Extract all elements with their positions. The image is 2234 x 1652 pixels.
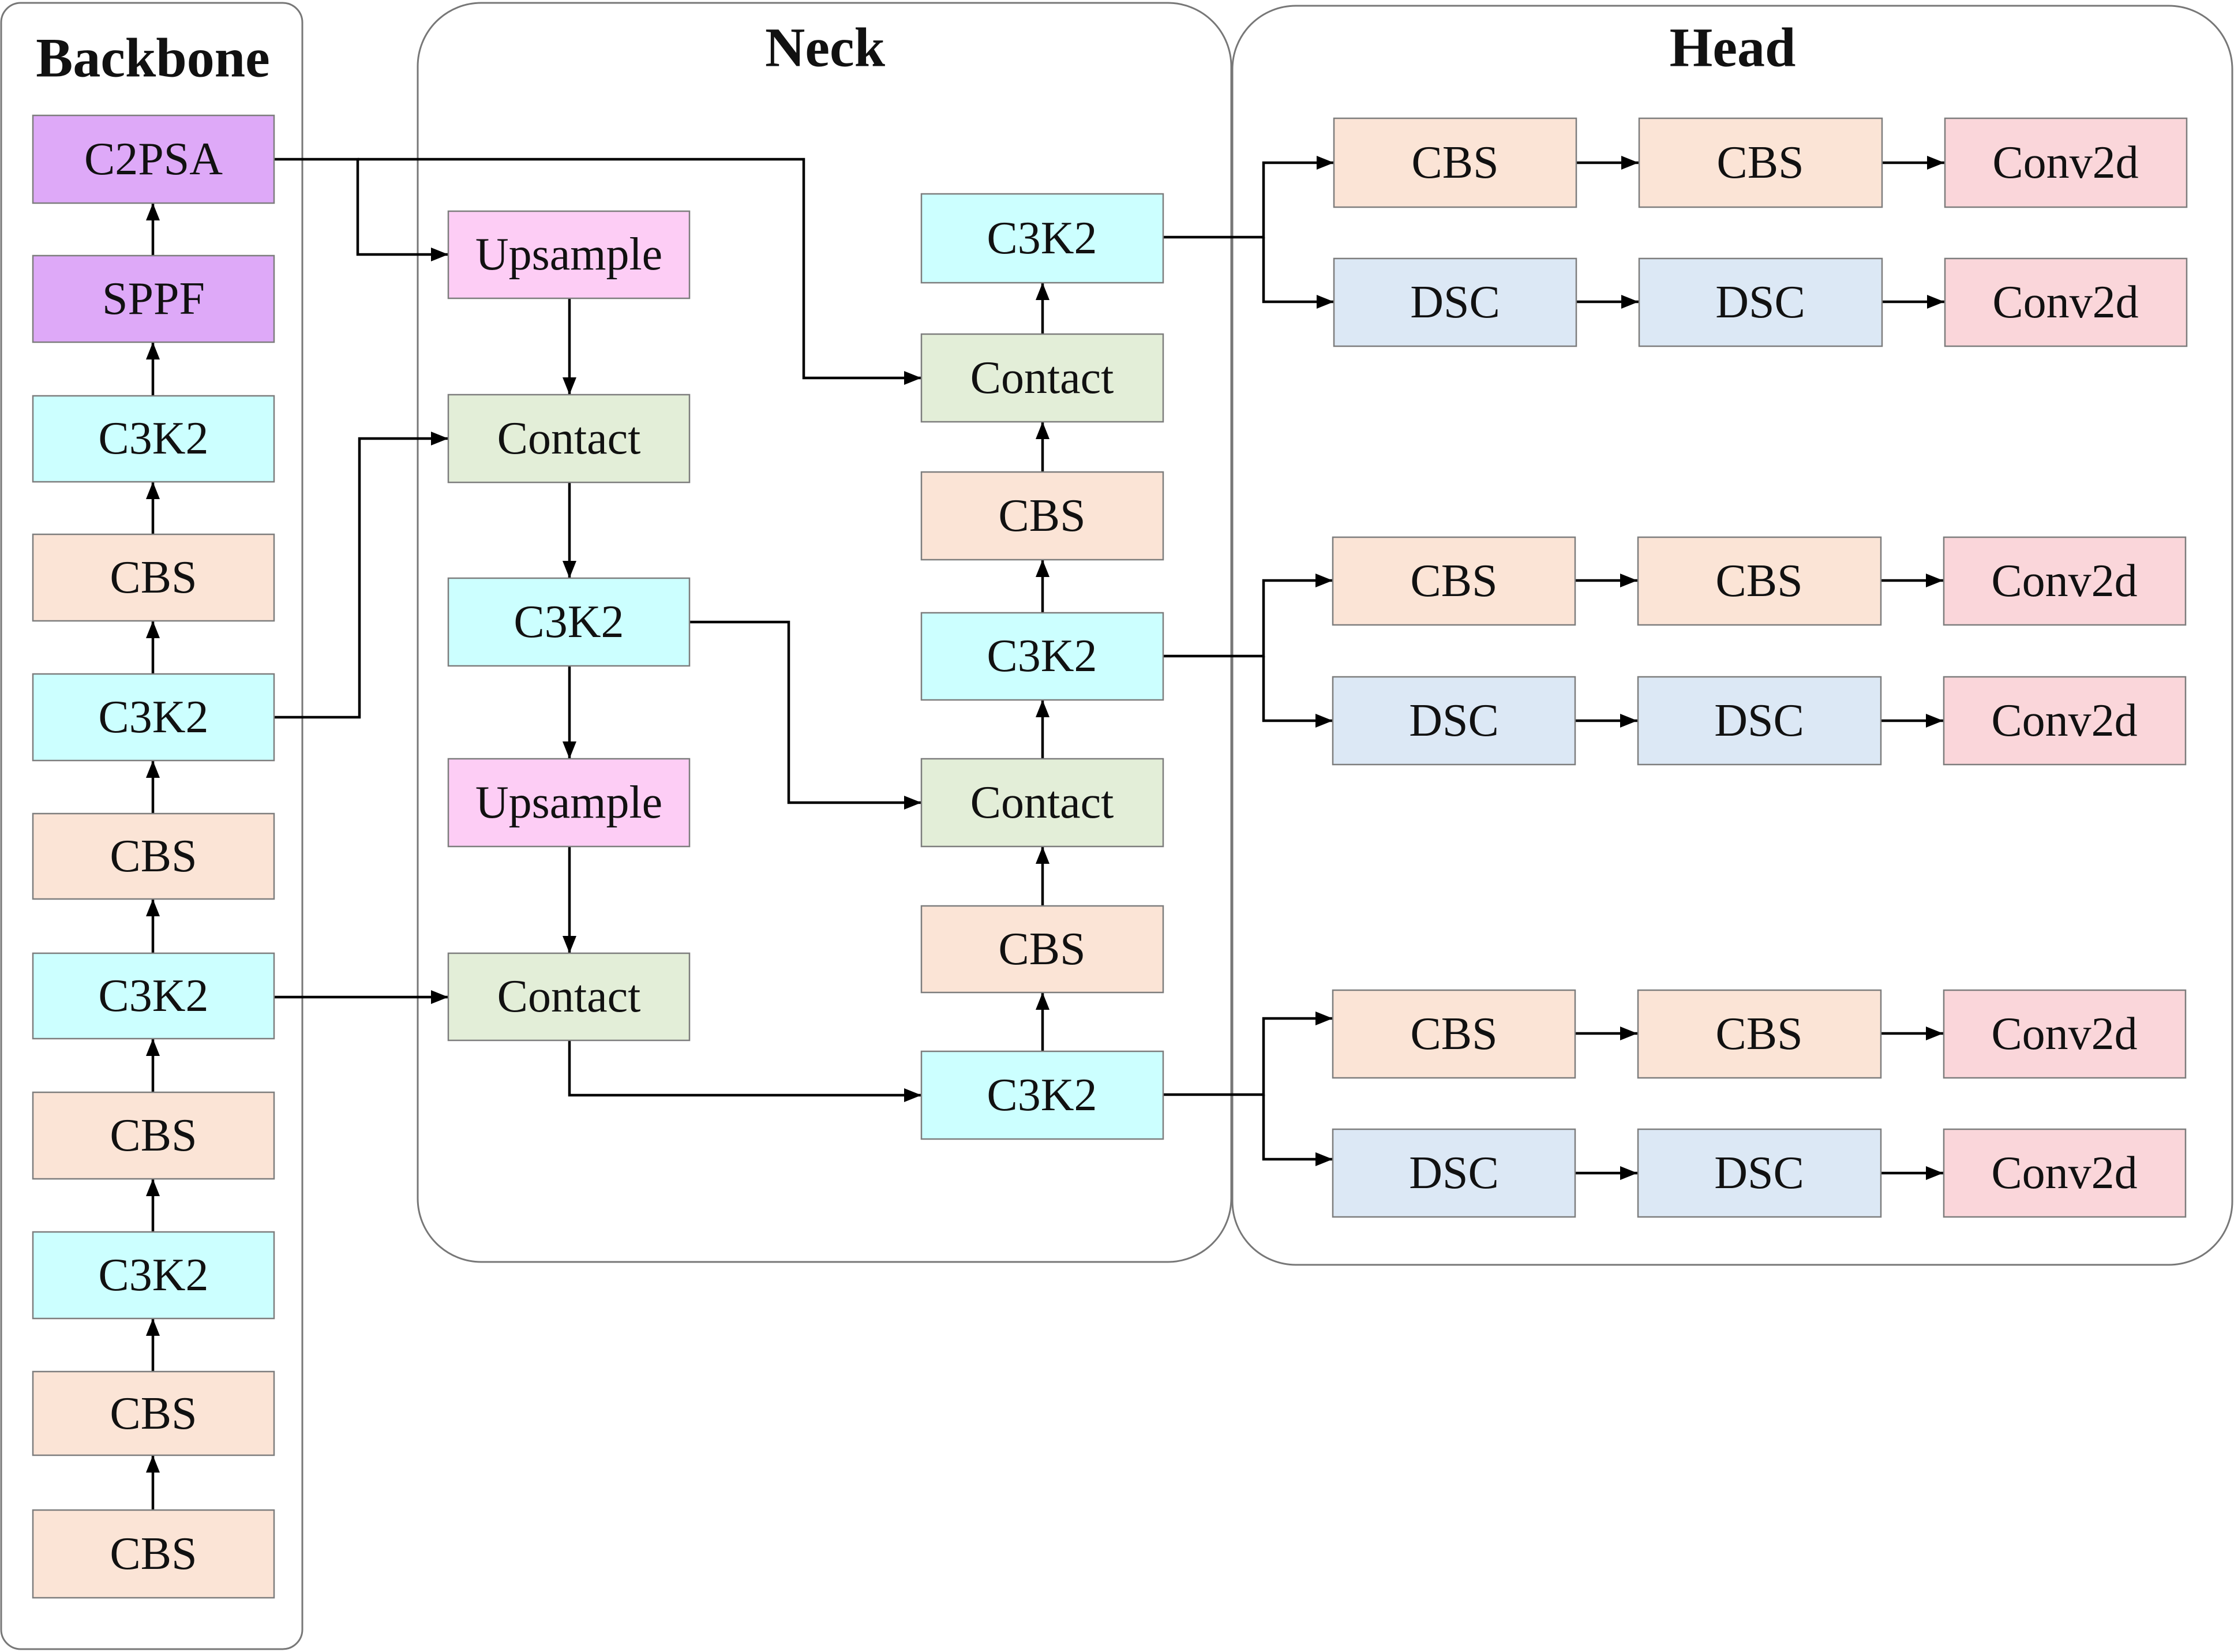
hd3-cbs-b-block: CBS — [1637, 989, 1882, 1079]
hd3-dsc-a-block: DSC — [1332, 1128, 1576, 1218]
nk-cbs-mid-block: CBS — [920, 905, 1164, 994]
nk-upsample-1-label: Upsample — [475, 229, 662, 280]
bb-cbs-4-block: CBS — [32, 1370, 275, 1456]
hd1-conv-1-label: Conv2d — [1992, 137, 2138, 188]
hd2-conv-2-label: Conv2d — [1991, 695, 2137, 746]
connections — [146, 156, 1944, 1510]
bb-c2psa-block: C2PSA — [32, 114, 275, 204]
nk-c3k2-bot-label: C3K2 — [987, 1070, 1097, 1121]
bb-c3k2-4-label: C3K2 — [98, 1250, 208, 1301]
bb-cbs-4-label: CBS — [110, 1388, 197, 1439]
nk-contact-2-label: Contact — [497, 971, 641, 1022]
hd1-cbs-b-block: CBS — [1638, 117, 1883, 208]
hd3-cbs-a-block: CBS — [1332, 989, 1576, 1079]
bb-sppf-label: SPPF — [102, 274, 205, 324]
hd1-conv-2-block: Conv2d — [1944, 257, 2188, 347]
hd1-cbs-a-block: CBS — [1333, 117, 1577, 208]
arrow-contact2-to-c3k2-bot — [568, 1040, 921, 1102]
nk-upsample-1-block: Upsample — [447, 210, 691, 299]
bb-cbs-1-label: CBS — [110, 552, 197, 603]
hd2-conv-1-block: Conv2d — [1943, 536, 2187, 626]
bb-c2psa-label: C2PSA — [84, 134, 223, 185]
hd3-cbs-a-label: CBS — [1410, 1009, 1497, 1059]
arrow-c3k2-mid-to-head2-dsc — [1262, 656, 1333, 728]
nk-c3k2-mid-block: C3K2 — [920, 612, 1164, 701]
bb-c3k2-3-label: C3K2 — [98, 971, 208, 1021]
hd3-conv-2-block: Conv2d — [1943, 1128, 2187, 1218]
backbone-title: Backbone — [36, 27, 269, 89]
hd2-dsc-b-block: DSC — [1637, 676, 1882, 766]
hd1-cbs-b-label: CBS — [1716, 137, 1804, 188]
nk-contact-1-label: Contact — [497, 413, 641, 464]
nk-upsample-2-label: Upsample — [475, 777, 662, 828]
blocks: C2PSA SPPF C3K2 CBS C3K2 CBS C3K2 CBS C3… — [32, 114, 2188, 1599]
arrow-c3k2-bot-to-head3-cbs — [1163, 1012, 1333, 1096]
arrow-c3k2-mid-to-head2-cbs — [1163, 574, 1333, 658]
nk-contact-top-label: Contact — [970, 353, 1114, 403]
arrow-c2psa-to-upsample1 — [274, 158, 448, 261]
arrow-c3k2-bot-to-head3-dsc — [1262, 1095, 1333, 1166]
hd2-dsc-a-label: DSC — [1409, 695, 1499, 746]
nk-c3k2-1-block: C3K2 — [447, 577, 691, 667]
arrow-c2psa-to-contact-top — [358, 158, 921, 385]
hd1-dsc-a-label: DSC — [1410, 277, 1500, 328]
hd3-dsc-b-label: DSC — [1714, 1148, 1804, 1198]
hd1-conv-2-label: Conv2d — [1992, 277, 2138, 328]
nk-contact-2-block: Contact — [447, 952, 691, 1042]
bb-cbs-3-block: CBS — [32, 1091, 275, 1180]
nk-c3k2-top-block: C3K2 — [920, 193, 1164, 284]
arrow-c3k2-top-to-head1-cbs — [1163, 156, 1334, 239]
hd2-dsc-a-block: DSC — [1332, 676, 1576, 766]
bb-cbs-3-label: CBS — [110, 1110, 197, 1161]
nk-contact-mid-block: Contact — [920, 758, 1164, 848]
nk-cbs-top-block: CBS — [920, 471, 1164, 561]
hd2-dsc-b-label: DSC — [1714, 695, 1804, 746]
bb-cbs-2-label: CBS — [110, 831, 197, 882]
nk-cbs-mid-label: CBS — [998, 924, 1085, 975]
bb-c3k2-2-block: C3K2 — [32, 673, 275, 762]
hd3-conv-1-label: Conv2d — [1991, 1009, 2137, 1059]
hd2-conv-2-block: Conv2d — [1943, 676, 2187, 766]
nk-upsample-2-block: Upsample — [447, 758, 691, 848]
nk-contact-mid-label: Contact — [970, 777, 1114, 828]
nk-c3k2-bot-block: C3K2 — [920, 1050, 1164, 1140]
arrow-c3k2-top-to-head1-dsc — [1262, 237, 1334, 309]
head-title: Head — [1670, 17, 1796, 78]
nk-c3k2-top-label: C3K2 — [987, 213, 1097, 264]
hd1-dsc-a-block: DSC — [1333, 257, 1577, 347]
hd3-conv-2-label: Conv2d — [1991, 1148, 2137, 1198]
bb-c3k2-1-label: C3K2 — [98, 413, 208, 464]
neck-title: Neck — [765, 17, 886, 78]
bb-c3k2-4-block: C3K2 — [32, 1231, 275, 1320]
arrow-bb-c3k2-2-to-contact1 — [274, 432, 448, 719]
hd2-cbs-b-label: CBS — [1715, 556, 1802, 606]
hd3-dsc-b-block: DSC — [1637, 1128, 1882, 1218]
nk-cbs-top-label: CBS — [998, 490, 1085, 541]
nk-contact-top-block: Contact — [920, 333, 1164, 423]
bb-c3k2-1-block: C3K2 — [32, 395, 275, 483]
hd1-conv-1-block: Conv2d — [1944, 117, 2188, 208]
hd2-cbs-a-label: CBS — [1410, 556, 1497, 606]
nk-c3k2-mid-label: C3K2 — [987, 631, 1097, 681]
hd1-cbs-a-label: CBS — [1411, 137, 1498, 188]
bb-cbs-5-block: CBS — [32, 1509, 275, 1599]
hd1-dsc-b-block: DSC — [1638, 257, 1883, 347]
hd2-cbs-a-block: CBS — [1332, 536, 1576, 626]
bb-cbs-5-label: CBS — [110, 1529, 197, 1579]
bb-sppf-block: SPPF — [32, 254, 275, 343]
hd2-cbs-b-block: CBS — [1637, 536, 1882, 626]
hd3-dsc-a-label: DSC — [1409, 1148, 1499, 1198]
hd3-conv-1-block: Conv2d — [1943, 989, 2187, 1079]
arrow-nk-c3k2-to-contact-mid — [690, 620, 921, 810]
nk-c3k2-1-label: C3K2 — [513, 597, 624, 647]
bb-cbs-2-block: CBS — [32, 812, 275, 900]
bb-c3k2-2-label: C3K2 — [98, 692, 208, 743]
bb-cbs-1-block: CBS — [32, 533, 275, 622]
hd3-cbs-b-label: CBS — [1715, 1009, 1802, 1059]
bb-c3k2-3-block: C3K2 — [32, 952, 275, 1040]
hd2-conv-1-label: Conv2d — [1991, 556, 2137, 606]
nk-contact-1-block: Contact — [447, 394, 691, 484]
hd1-dsc-b-label: DSC — [1715, 277, 1805, 328]
